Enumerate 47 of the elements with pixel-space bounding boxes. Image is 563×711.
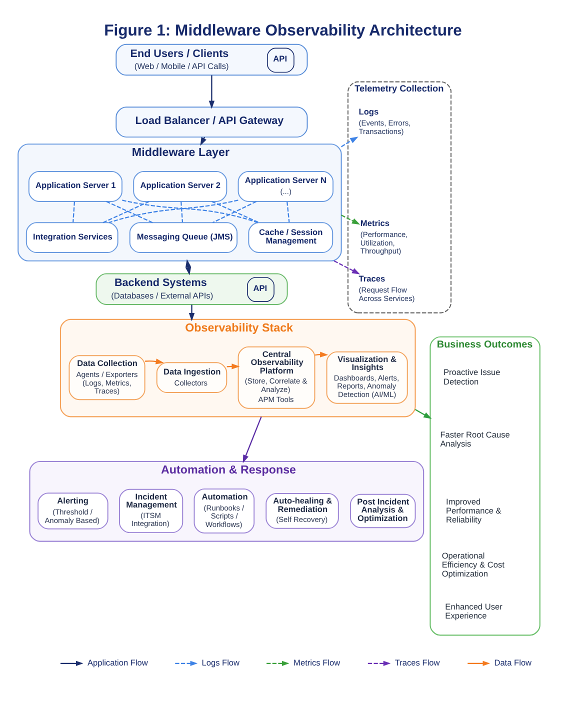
arrow [414,408,432,418]
arrow [334,260,360,274]
node-text: Traces (Request Flow Across Services) [358,273,415,302]
node-box: Application Server 2 [133,170,228,202]
node-box: Central Observability Platform (Store, Correlate & Analyze) APM Tools [238,346,316,408]
arrow [145,358,164,364]
node-box: Load Balancer / API Gateway [116,106,308,138]
node-box: Automation (Runbooks / Scripts / Workflows) [194,488,255,533]
diagram-title: Figure 1: Middleware Observability Architecture [104,22,462,39]
arrow [188,304,195,321]
arrow [341,214,360,224]
legend-label: Data Flow [494,657,532,668]
node-box: End Users / Clients (Web / Mobile / API Calls) API [116,43,308,76]
connector [108,199,238,223]
legend-label: Application Flow [87,657,148,668]
node-box: Application Server 1 [28,170,122,202]
arrow [315,351,328,357]
node-box: Incident Management (ITSM Integration) [118,488,184,533]
arrow [341,136,358,147]
node-box: Post Incident Analysis & Optimization [350,493,416,528]
node-text: Enhanced User Experience [445,600,502,620]
arrow [185,258,192,275]
connector [122,199,258,223]
node-box: Messaging Queue (JMS) [129,222,238,253]
node-text: Operational Efficiency & Cost Optimization [442,550,504,578]
node-text: Faster Root Cause Analysis [440,428,510,448]
node-box: Data Collection Agents / Exporters (Logs, Metrics, Traces) [68,354,146,400]
node-text: Logs (Events, Errors, Transactions) [358,106,411,136]
arrow [242,416,262,463]
node-box: Cache / Session Management [248,222,334,253]
node-text: Improved Performance & Reliability [446,496,502,524]
node-text: Metrics (Performance, Utilization, Throughput) [360,217,408,256]
node-box: Application Server N (...) [238,170,334,202]
connector [72,201,76,222]
node-text: Proactive Issue Detection [444,366,500,386]
connector [286,201,290,222]
arrow [208,74,215,108]
connector [180,201,184,222]
legend-label: Logs Flow [202,657,240,668]
node-box: Data Ingestion Collectors [156,362,228,393]
legend-label: Metrics Flow [294,657,340,668]
node-box: Visualization & Insights Dashboards, Alerts, Reports, Anomaly Detection (AI/ML) [326,350,408,404]
node-box: Backend Systems (Databases / External APIs) API [96,272,288,304]
node-box: Alerting (Threshold / Anomaly Based) [38,492,108,529]
node-box: Auto-healing & Remediation (Self Recovery) [266,492,339,528]
node-box: Integration Services [26,222,118,253]
legend-label: Traces Flow [394,657,440,668]
